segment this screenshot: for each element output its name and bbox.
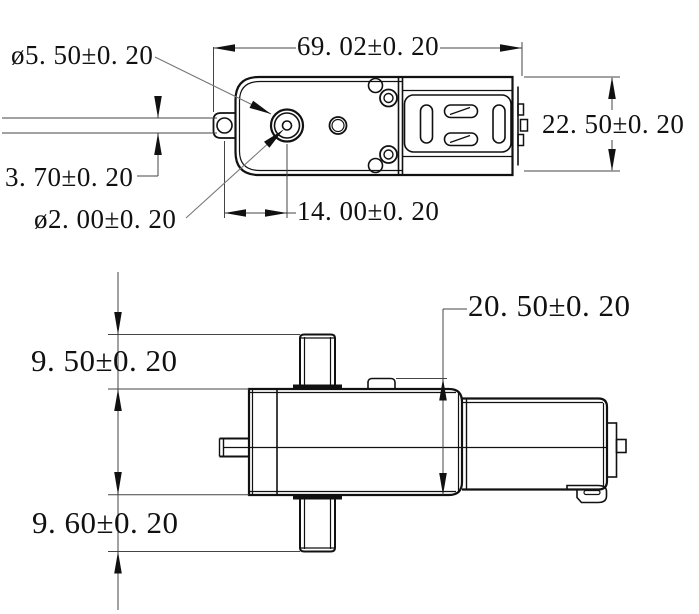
gearbox-inner-line bbox=[238, 80, 402, 172]
top-post-inner-lines bbox=[301, 337, 334, 385]
top-view bbox=[212, 75, 529, 177]
endcap-tab-bottom bbox=[517, 133, 525, 147]
motor-top-outline bbox=[402, 75, 514, 177]
strap-tab-slot bbox=[583, 489, 601, 496]
dim-label-shaft-diameter: ø5. 50±0. 20 bbox=[11, 40, 154, 70]
top-post-outline bbox=[299, 333, 336, 389]
gearbox-top-bump bbox=[367, 377, 396, 389]
endcap-bushing bbox=[519, 118, 529, 132]
screw-top-hole bbox=[383, 92, 394, 104]
arrow-370-bottom bbox=[154, 133, 162, 155]
motor-terminal bbox=[615, 438, 627, 454]
shaft-side bbox=[219, 437, 249, 458]
arrow-leader-550 bbox=[249, 100, 271, 114]
endcap-tab-top bbox=[517, 103, 525, 116]
dim-label-center-hole-diameter: ø2. 00±0. 20 bbox=[34, 204, 177, 234]
arrow-2250-bottom bbox=[608, 149, 616, 171]
vent-slot-mid-bottom bbox=[443, 132, 479, 147]
motor-flat-face bbox=[403, 94, 512, 153]
arrow-950-bottom bbox=[114, 389, 122, 411]
side-view bbox=[218, 333, 627, 553]
gearbox-side-outline bbox=[247, 387, 464, 497]
arrow-2050-top bbox=[439, 378, 447, 401]
arrow-1400-left bbox=[224, 209, 246, 217]
arrow-950-top bbox=[114, 312, 122, 335]
motor-endcap-side bbox=[606, 422, 618, 478]
bottom-post-inner-lines bbox=[301, 499, 334, 549]
screw-bottom-hole bbox=[383, 149, 394, 160]
dim-label-ear-hole-diameter: 3. 70±0. 20 bbox=[5, 162, 134, 192]
dim-label-body-height: 22. 50±0. 20 bbox=[542, 109, 685, 139]
dim-label-gearbox-height: 20. 50±0. 20 bbox=[468, 288, 631, 323]
shaft-end-lines bbox=[218, 438, 225, 457]
vent-slot-detail-lines bbox=[449, 106, 471, 144]
vent-slot-left bbox=[419, 104, 434, 144]
screw-boss-top bbox=[379, 88, 398, 108]
shaft-circle bbox=[273, 112, 301, 139]
vent-slot-mid-top bbox=[443, 104, 479, 119]
motor-top-bands bbox=[402, 89, 512, 158]
dim-label-top-post-height: 9. 50±0. 20 bbox=[31, 343, 178, 378]
dim-label-shaft-offset: 14. 00±0. 20 bbox=[297, 196, 440, 226]
arrow-6902-right bbox=[500, 44, 522, 52]
junction-lines bbox=[397, 77, 404, 175]
shaft-boss-circle bbox=[269, 108, 305, 143]
mount-ear bbox=[212, 112, 236, 139]
arrow-1400-right bbox=[265, 209, 287, 217]
arrow-370-top bbox=[154, 96, 162, 118]
arrow-6902-left bbox=[213, 44, 235, 52]
arrow-leader-200 bbox=[264, 130, 283, 148]
gearbox-center-hole-outer bbox=[328, 116, 348, 135]
corner-hole-top bbox=[367, 77, 384, 94]
motor-strap-tab bbox=[566, 484, 608, 504]
vent-slot-right bbox=[492, 104, 506, 144]
motor-side-outline bbox=[462, 397, 609, 491]
top-post-base bbox=[293, 384, 342, 389]
screw-boss-bottom bbox=[379, 145, 398, 164]
arrow-2250-top bbox=[608, 77, 616, 99]
bottom-post-base bbox=[293, 495, 342, 500]
gearbox-outline bbox=[234, 75, 402, 177]
arrow-960-bottom bbox=[114, 551, 122, 574]
corner-hole-bottom bbox=[367, 157, 384, 174]
ear-hole bbox=[216, 117, 233, 134]
arrow-2050-bottom bbox=[439, 473, 447, 495]
arrow-960-top bbox=[114, 472, 122, 495]
dim-label-bottom-post-height: 9. 60±0. 20 bbox=[32, 505, 179, 540]
dimension-arrows bbox=[114, 44, 616, 574]
dim-label-overall-length: 69. 02±0. 20 bbox=[296, 31, 440, 61]
gearbox-center-hole-inner bbox=[331, 118, 345, 133]
bottom-post-outline bbox=[299, 495, 336, 553]
gearbox-side-inner-lines bbox=[249, 389, 460, 495]
shaft-center-hole bbox=[281, 120, 293, 131]
